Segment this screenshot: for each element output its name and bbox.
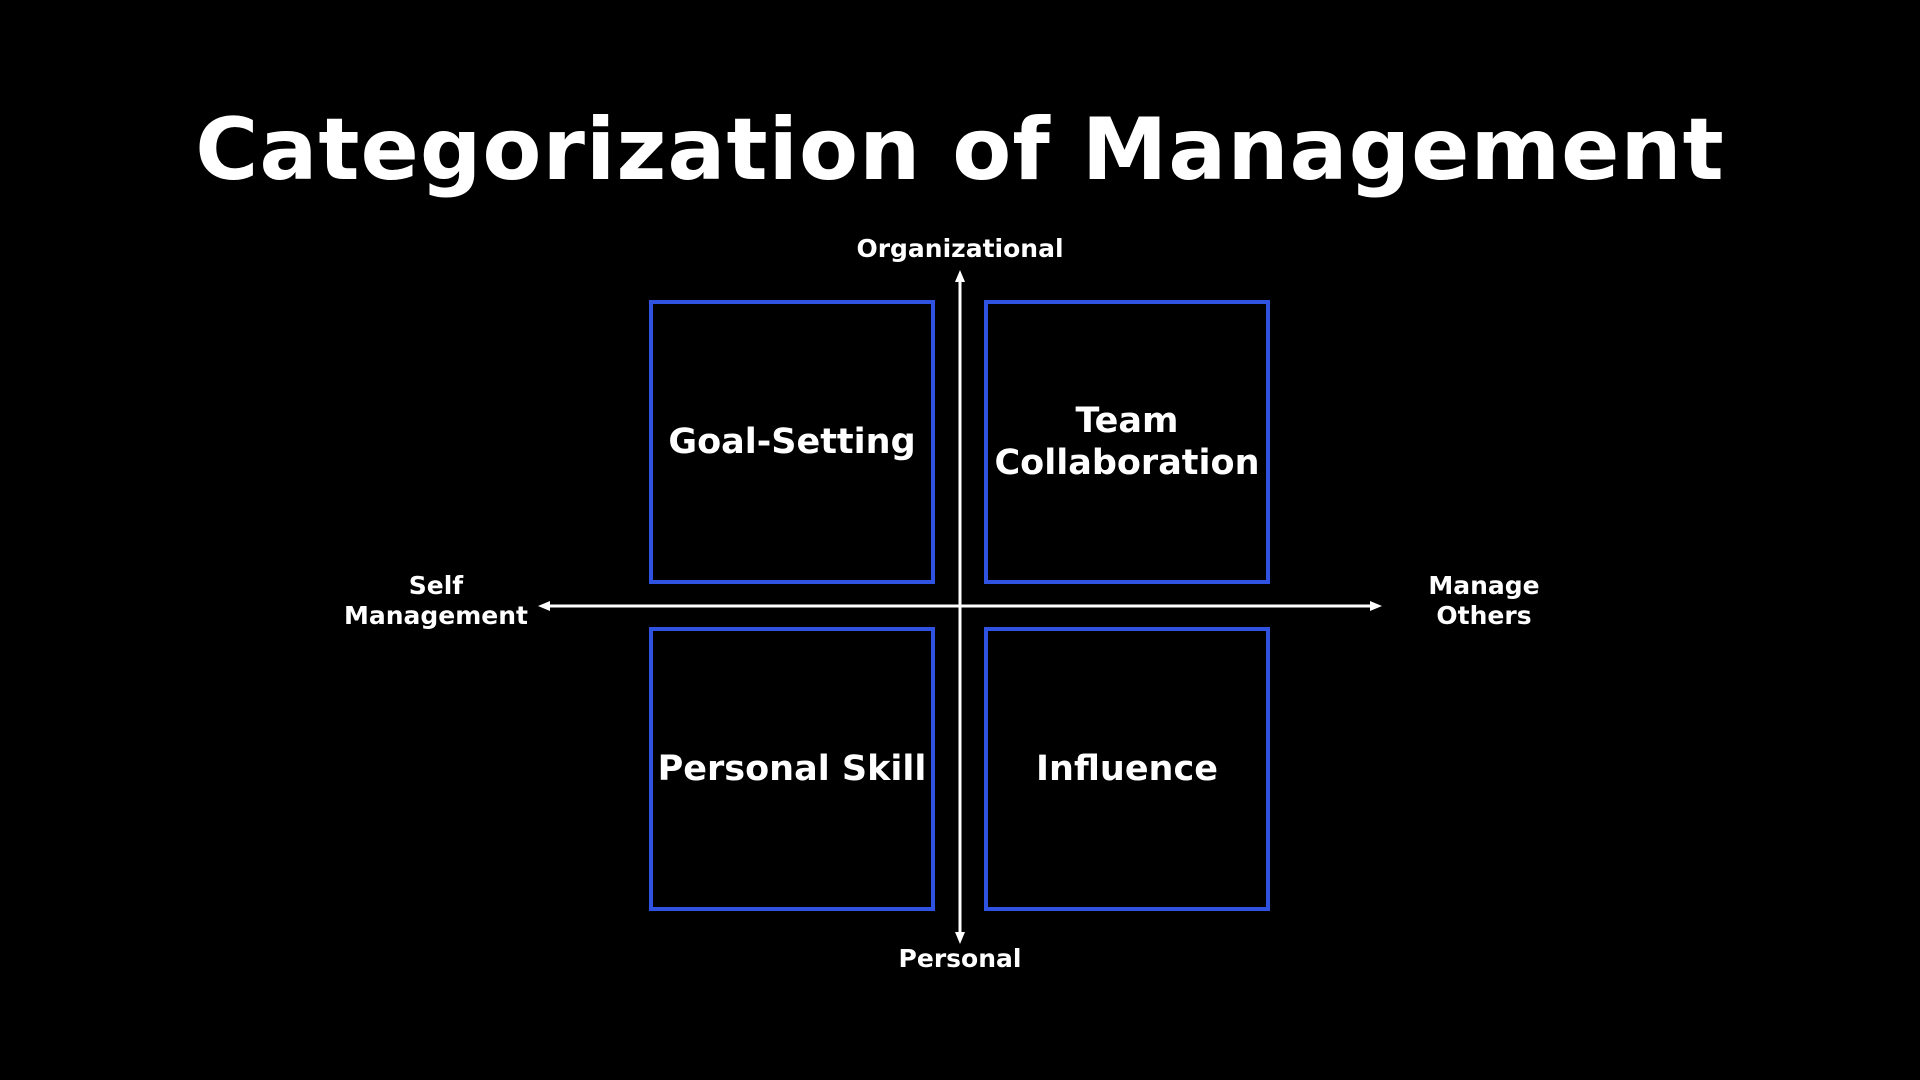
axis-label-manage-others: Manage Others — [1384, 571, 1584, 631]
vertical-axis-arrow-up — [955, 270, 965, 282]
quadrant-label: Influence — [1036, 748, 1218, 790]
quadrant-label: Goal-Setting — [668, 421, 915, 463]
quadrant-label-line: Personal Skill — [657, 749, 927, 789]
quadrant-goal-setting: Goal-Setting — [649, 300, 935, 584]
quadrant-personal-skill: Personal Skill — [649, 627, 935, 911]
axis-label-personal: Personal — [760, 944, 1160, 974]
axis-label-self-management: Self Management — [300, 571, 572, 631]
axis-label-organizational: Organizational — [760, 234, 1160, 264]
quadrant-label-line: Team — [1075, 401, 1179, 441]
vertical-axis-arrow-down — [955, 932, 965, 944]
axis-label-bottom-text: Personal — [898, 944, 1022, 973]
axis-label-left-line-2: Management — [343, 601, 529, 630]
axis-label-top-text: Organizational — [856, 234, 1064, 263]
quadrant-label-line: Goal-Setting — [668, 422, 916, 462]
quadrant-label-line: Collaboration — [994, 443, 1260, 483]
quadrant-team-collaboration: Team Collaboration — [984, 300, 1270, 584]
quadrant-label: Team Collaboration — [994, 400, 1259, 484]
axis-label-right-line-2: Others — [1436, 601, 1532, 630]
quadrant-label-line: Influence — [1036, 749, 1218, 789]
axis-label-left-line-1: Self — [408, 571, 464, 600]
quadrant-influence: Influence — [984, 627, 1270, 911]
slide-title: Categorization of Management — [195, 100, 1725, 200]
axis-label-right-line-1: Manage — [1428, 571, 1540, 600]
quadrant-label: Personal Skill — [658, 748, 927, 790]
horizontal-axis-arrow-left — [538, 601, 550, 611]
horizontal-axis-arrow-right — [1370, 601, 1382, 611]
